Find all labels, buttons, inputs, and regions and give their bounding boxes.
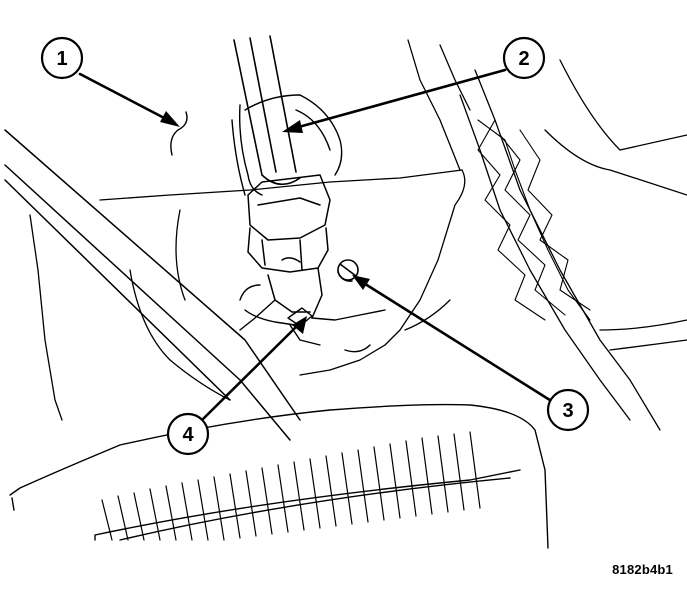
leader-line-4 xyxy=(200,323,300,422)
bracket-lattice xyxy=(477,119,591,321)
pinch-bolt xyxy=(337,259,359,282)
universal-joint xyxy=(247,174,331,319)
arrowhead-3 xyxy=(352,275,370,290)
leader-line-2 xyxy=(293,68,507,130)
callout-4: 4 xyxy=(166,412,210,456)
arrowhead-4 xyxy=(292,316,307,334)
callout-2-label: 2 xyxy=(518,48,529,70)
callout-2: 2 xyxy=(502,36,546,80)
grille-slats xyxy=(101,431,481,541)
intermediate-shaft xyxy=(239,284,386,353)
arrowhead-2 xyxy=(282,120,303,133)
steering-shaft xyxy=(233,35,301,186)
wire-squiggle xyxy=(170,111,188,156)
callout-4-label: 4 xyxy=(182,424,194,446)
callout-3: 3 xyxy=(546,388,590,432)
floor-rail xyxy=(4,129,301,441)
leader-line-1 xyxy=(78,72,170,122)
shaft-boot xyxy=(231,94,343,196)
callout-1: 1 xyxy=(40,36,84,80)
leader-lines xyxy=(78,68,555,422)
arrowhead-1 xyxy=(160,111,180,127)
callout-3-label: 3 xyxy=(562,400,573,422)
floor-carpet xyxy=(29,169,466,421)
figure-id: 8182b4b1 xyxy=(612,562,673,577)
callout-1-label: 1 xyxy=(56,48,67,70)
leader-line-3 xyxy=(360,280,555,404)
pedal-bracket xyxy=(407,39,687,431)
